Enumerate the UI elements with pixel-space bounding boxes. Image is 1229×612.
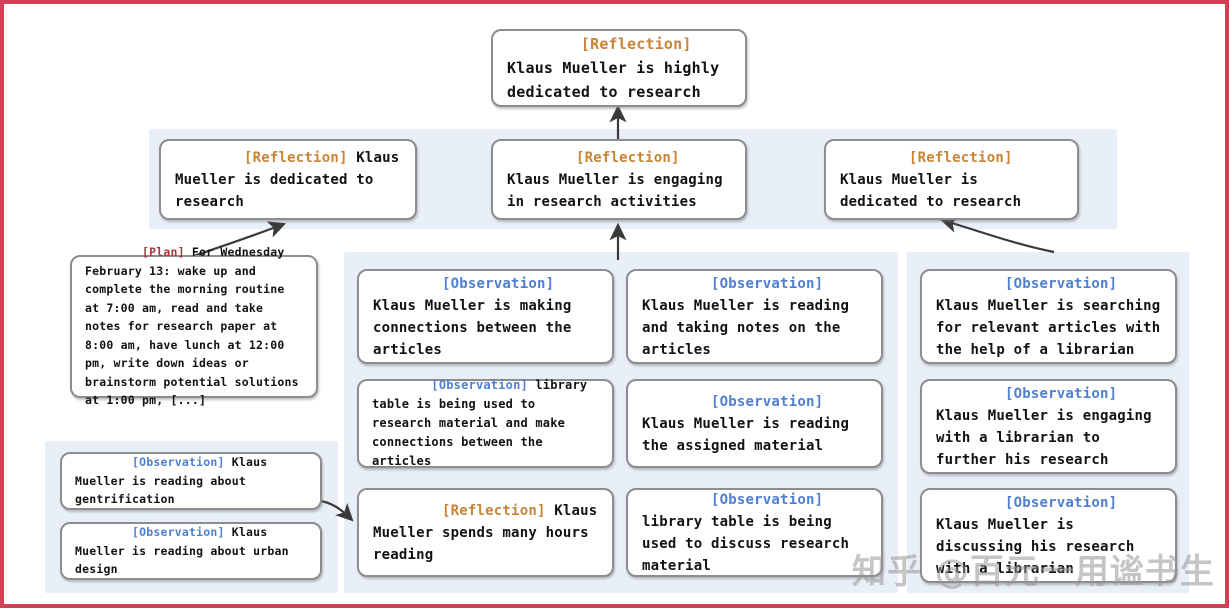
node-plan[interactable]: [Plan] For Wednesday February 13: wake u…: [70, 245, 318, 407]
node-column-c-1[interactable]: [Observation] Klaus Mueller is searching…: [920, 269, 1177, 364]
node-body: Klaus Mueller is reading and taking note…: [642, 275, 858, 358]
node-left-observation-1[interactable]: [Observation] Klaus Mueller is reading a…: [60, 452, 322, 510]
node-text: [Observation] Klaus Mueller is engaging …: [922, 361, 1175, 493]
node-body: Klaus Mueller is making connections betw…: [373, 275, 581, 358]
tag-observation: [Observation]: [711, 393, 824, 410]
node-body: library table is being used to discuss r…: [642, 491, 858, 574]
node-text: [Observation] Klaus Mueller is reading a…: [628, 251, 881, 383]
node-body: Klaus Mueller is engaging with a librari…: [936, 385, 1161, 468]
tag-observation: [Observation]: [1005, 385, 1118, 402]
node-root-reflection[interactable]: [Reflection] Klaus Mueller is highly ded…: [491, 29, 747, 107]
tag-observation: [Observation]: [132, 525, 225, 540]
node-body: Klaus Mueller is dedicated to research: [175, 149, 408, 210]
node-text: [Reflection] Klaus Mueller is highly ded…: [493, 8, 745, 128]
node-column-c-2[interactable]: [Observation] Klaus Mueller is engaging …: [920, 379, 1177, 474]
node-left-observation-2[interactable]: [Observation] Klaus Mueller is reading a…: [60, 522, 322, 580]
tag-reflection: [Reflection]: [576, 149, 680, 166]
tag-observation: [Observation]: [1005, 275, 1118, 292]
node-text: [Observation] library table is being use…: [628, 467, 881, 599]
tag-reflection: [Reflection]: [909, 149, 1013, 166]
node-body: Klaus Mueller is reading about gentrific…: [75, 455, 275, 507]
node-text: [Observation] Klaus Mueller is making co…: [359, 251, 612, 383]
node-column-b-3[interactable]: [Observation] library table is being use…: [626, 488, 883, 577]
node-text: [Observation] Klaus Mueller is discussin…: [922, 470, 1175, 602]
node-column-b-1[interactable]: [Observation] Klaus Mueller is reading a…: [626, 269, 883, 364]
node-text: [Reflection] Klaus Mueller is dedicated …: [161, 125, 415, 235]
node-reflection-left[interactable]: [Reflection] Klaus Mueller is dedicated …: [159, 139, 417, 220]
tag-reflection: [Reflection]: [244, 149, 348, 166]
node-body: For Wednesday February 13: wake up and c…: [85, 245, 306, 408]
node-body: library table is being used to research …: [372, 378, 595, 468]
node-text: [Reflection] Klaus Mueller is engaging i…: [493, 125, 745, 235]
node-body: Klaus Mueller is dedicated to research: [840, 149, 1022, 210]
tag-observation: [Observation]: [711, 491, 824, 508]
node-body: Klaus Mueller is discussing his research…: [936, 494, 1144, 577]
node-body: Klaus Mueller is engaging in research ac…: [507, 149, 732, 210]
tag-reflection: [Reflection]: [580, 35, 692, 53]
node-body: Klaus Mueller is searching for relevant …: [936, 275, 1169, 358]
tag-plan: [Plan]: [142, 245, 185, 260]
diagram-canvas: [Reflection] Klaus Mueller is highly ded…: [4, 4, 1229, 612]
node-text: [Reflection] Klaus Mueller is dedicated …: [826, 125, 1077, 235]
node-body: Klaus Mueller spends many hours reading: [373, 502, 606, 563]
node-text: [Observation] library table is being use…: [359, 357, 612, 490]
node-text: [Observation] Klaus Mueller is reading a…: [62, 435, 320, 528]
node-text: [Reflection] Klaus Mueller spends many h…: [359, 478, 612, 588]
node-text: [Observation] Klaus Mueller is searching…: [922, 251, 1175, 383]
node-column-a-2[interactable]: [Observation] library table is being use…: [357, 378, 614, 468]
node-body: Klaus Mueller is reading the assigned ma…: [642, 393, 858, 454]
node-body: Klaus Mueller is highly dedicated to res…: [507, 35, 729, 101]
node-body: Klaus Mueller is reading about urban des…: [75, 525, 296, 577]
node-text: [Observation] Klaus Mueller is reading a…: [62, 505, 320, 598]
tag-reflection: [Reflection]: [442, 502, 546, 519]
node-column-b-2[interactable]: [Observation] Klaus Mueller is reading t…: [626, 379, 883, 468]
tag-observation: [Observation]: [711, 275, 824, 292]
node-reflection-middle[interactable]: [Reflection] Klaus Mueller is engaging i…: [491, 139, 747, 220]
node-column-a-1[interactable]: [Observation] Klaus Mueller is making co…: [357, 269, 614, 364]
node-column-c-3[interactable]: [Observation] Klaus Mueller is discussin…: [920, 488, 1177, 583]
tag-observation: [Observation]: [1005, 494, 1118, 511]
node-text: [Plan] For Wednesday February 13: wake u…: [72, 225, 316, 429]
tag-observation: [Observation]: [132, 455, 225, 470]
tag-observation: [Observation]: [442, 275, 555, 292]
watermark-text: 知乎 @百元一用谧书生: [852, 552, 1215, 592]
node-reflection-right[interactable]: [Reflection] Klaus Mueller is dedicated …: [824, 139, 1079, 220]
node-column-a-3[interactable]: [Reflection] Klaus Mueller spends many h…: [357, 488, 614, 577]
node-text: [Observation] Klaus Mueller is reading t…: [628, 369, 881, 479]
tag-observation: [Observation]: [431, 378, 528, 392]
